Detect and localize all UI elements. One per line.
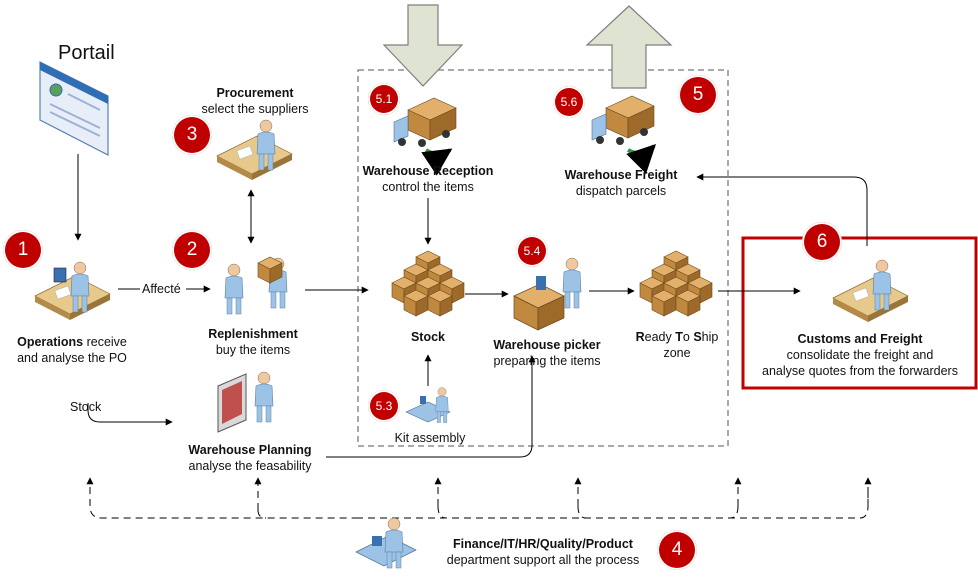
warehouse-picker-icon bbox=[513, 257, 582, 331]
step-5-4-badge: 5.4 bbox=[516, 235, 548, 267]
support-desk-icon bbox=[355, 517, 417, 569]
replenishment-label: Replenishment buy the items bbox=[198, 326, 308, 358]
warehouse-freight-title: Warehouse Freight bbox=[564, 168, 678, 182]
customs-desk-icon bbox=[832, 259, 909, 323]
warehouse-planning-icon bbox=[217, 371, 274, 433]
portal-title: Portail bbox=[58, 42, 115, 64]
step-6-badge: 6 bbox=[802, 222, 842, 262]
operations-desk-icon bbox=[34, 261, 111, 321]
operations-label: Operations receive and analyse the PO bbox=[8, 334, 136, 366]
step-5-6-badge: 5.6 bbox=[553, 86, 585, 118]
ready-letter-s: S bbox=[693, 330, 702, 344]
step-5-3-badge: 5.3 bbox=[368, 390, 400, 422]
stock-title: Stock bbox=[410, 330, 446, 344]
ready-letter-r: R bbox=[635, 330, 645, 344]
ready-word-rest: eady bbox=[644, 330, 676, 344]
step-2-badge: 2 bbox=[172, 230, 212, 270]
support-label: Finance/IT/HR/Quality/Product department… bbox=[436, 536, 650, 568]
ready-to-ship-label: Ready To Ship zone bbox=[630, 329, 724, 361]
customs-highlight-box bbox=[741, 236, 978, 390]
customs-title: Customs and Freight bbox=[797, 332, 923, 346]
freight-truck-icon bbox=[591, 95, 656, 174]
step-5-1-badge: 5.1 bbox=[368, 83, 400, 115]
warehouse-reception-label: Warehouse Reception control the items bbox=[357, 163, 499, 195]
warehouse-planning-label: Warehouse Planning analyse the feasabili… bbox=[180, 442, 320, 474]
operations-title-rest: receive bbox=[83, 335, 127, 349]
warehouse-reception-title: Warehouse Reception bbox=[362, 164, 494, 178]
inbound-arrow bbox=[382, 4, 464, 87]
customs-line3: analyse quotes from the forwarders bbox=[762, 364, 958, 378]
step-3-badge: 3 bbox=[172, 115, 212, 155]
ready-letter-t: T bbox=[675, 330, 683, 344]
replenishment-title: Replenishment bbox=[208, 327, 298, 341]
step-5-badge: 5 bbox=[678, 75, 718, 115]
kit-assembly-label: Kit assembly bbox=[394, 431, 466, 445]
procurement-desk-icon bbox=[216, 119, 293, 181]
edge-label-affecte: Affecté bbox=[142, 281, 181, 297]
connectors bbox=[74, 154, 868, 458]
reception-truck-icon bbox=[393, 97, 457, 176]
support-subtitle: department support all the process bbox=[446, 553, 640, 567]
edge-label-stock: Stock bbox=[70, 400, 102, 414]
step-1-badge: 1 bbox=[3, 230, 43, 270]
procurement-title: Procurement bbox=[216, 86, 294, 100]
procurement-subtitle: select the suppliers bbox=[201, 102, 309, 116]
ready-word-hip: hip bbox=[701, 330, 719, 344]
ready-zone: zone bbox=[663, 346, 691, 360]
operations-subtitle: and analyse the PO bbox=[17, 351, 127, 365]
support-loop bbox=[86, 477, 872, 519]
warehouse-picker-subtitle: preparing the items bbox=[493, 354, 601, 368]
customs-label: Customs and Freight consolidate the frei… bbox=[748, 331, 972, 379]
ready-word-o: o bbox=[682, 330, 694, 344]
warehouse-picker-label: Warehouse picker preparing the items bbox=[484, 337, 610, 369]
replenishment-subtitle: buy the items bbox=[215, 343, 291, 357]
support-title: Finance/IT/HR/Quality/Product bbox=[453, 537, 633, 551]
step-4-badge: 4 bbox=[657, 530, 697, 570]
warehouse-planning-title: Warehouse Planning bbox=[188, 443, 312, 457]
warehouse-freight-label: Warehouse Freight dispatch parcels bbox=[556, 167, 686, 199]
portal-window-icon bbox=[39, 61, 109, 156]
stock-label: Stock bbox=[398, 329, 458, 345]
outbound-arrow bbox=[585, 5, 673, 89]
warehouse-planning-subtitle: analyse the feasability bbox=[188, 459, 312, 473]
procurement-label: Procurement select the suppliers bbox=[195, 85, 315, 117]
warehouse-freight-subtitle: dispatch parcels bbox=[575, 184, 667, 198]
warehouse-picker-title: Warehouse picker bbox=[493, 338, 601, 352]
warehouse-zone bbox=[357, 69, 729, 447]
warehouse-reception-subtitle: control the items bbox=[382, 180, 474, 194]
customs-line2: consolidate the freight and bbox=[786, 348, 934, 362]
operations-title: Operations bbox=[17, 335, 84, 349]
replenishment-people-icon bbox=[224, 256, 288, 315]
kit-assembly-icon bbox=[405, 387, 451, 423]
ready-to-ship-pile-icon bbox=[640, 251, 712, 316]
stock-pile-icon bbox=[392, 251, 464, 316]
